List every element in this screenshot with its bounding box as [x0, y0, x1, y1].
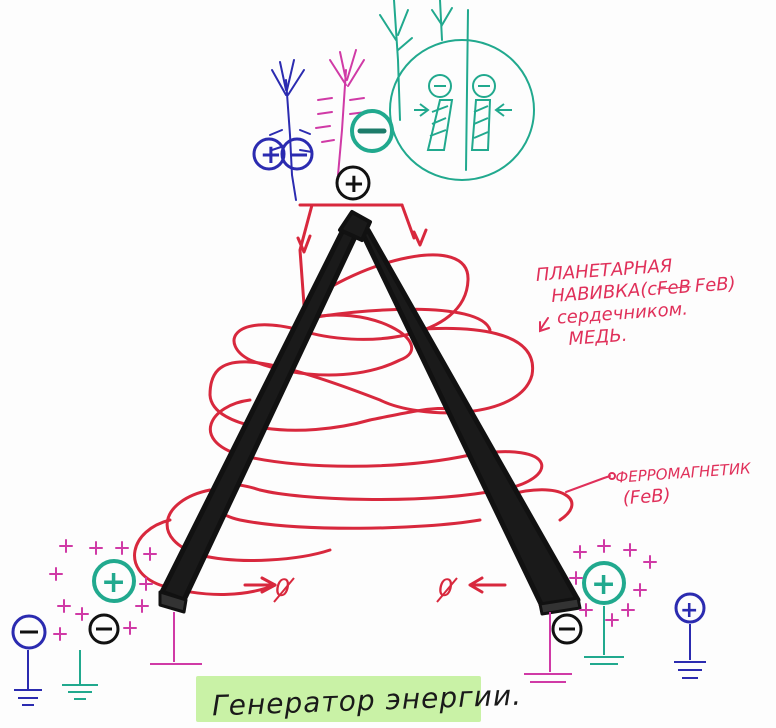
caption-highlight	[196, 676, 481, 722]
label-pointers	[539, 317, 616, 493]
zero-slash-left	[273, 577, 295, 603]
top-plus-black: +	[343, 169, 365, 199]
zero-slash-right	[436, 577, 458, 603]
right-plus-blue: +	[680, 598, 698, 623]
teal-antenna	[379, 0, 469, 171]
blue-antenna	[269, 59, 313, 201]
winding-label-feb: FeB)	[694, 273, 737, 297]
blue-charge-circles	[252, 137, 314, 171]
teal-minus-circle	[350, 109, 394, 153]
ferromagnetic-core	[158, 210, 582, 616]
top-plus-blue: +	[260, 140, 282, 170]
magenta-antenna	[315, 49, 367, 176]
top-minus-blue: −	[288, 140, 310, 170]
black-plus-circle-top	[335, 165, 371, 201]
right-plus-teal: +	[591, 567, 616, 602]
winding-label-crossed: FeB	[656, 276, 692, 300]
right-charge-group	[524, 539, 706, 683]
left-charge-group	[11, 539, 202, 706]
left-plus-teal: +	[101, 565, 126, 600]
teal-large-circle	[389, 39, 535, 181]
